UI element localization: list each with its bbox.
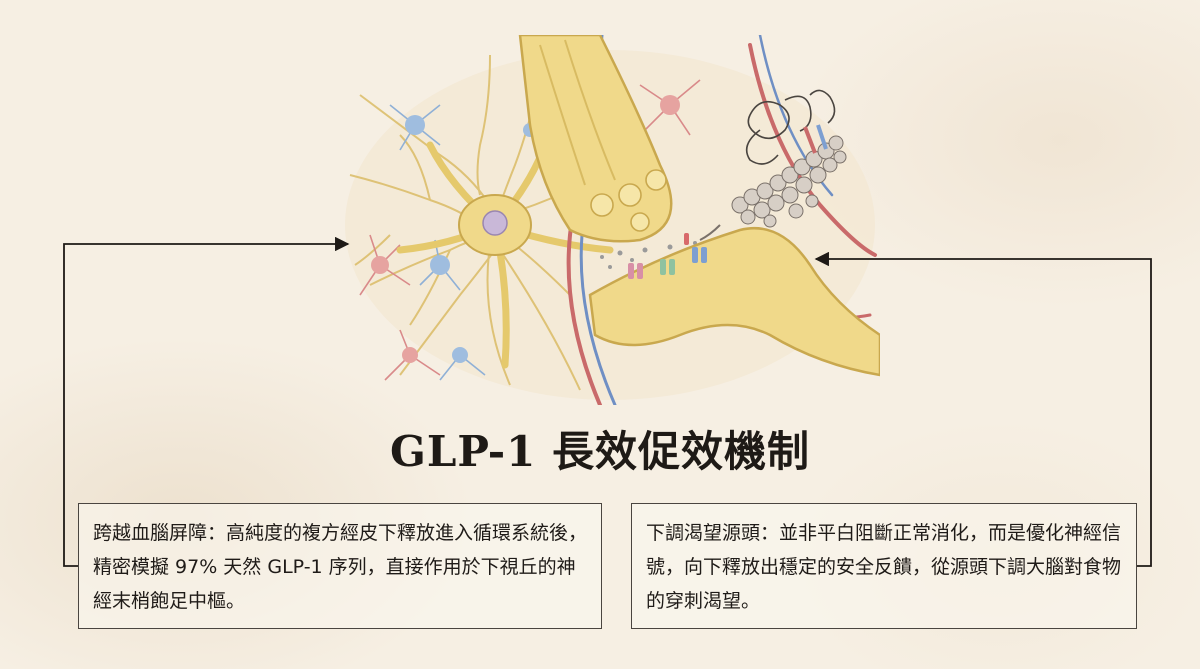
dendrite-web: [349, 54, 581, 391]
neuron-synapse-illustration: [345, 35, 880, 405]
central-neuron: [396, 111, 614, 369]
right-info-box: 下調渴望源頭：並非平白阻斷正常消化，而是優化神經信號，向下釋放出穩定的安全反饋，…: [631, 503, 1137, 629]
left-info-box: 跨越血腦屏障：高純度的複方經皮下釋放進入循環系統後，精密模擬 97% 天然 GL…: [78, 503, 602, 629]
left-info-text: 跨越血腦屏障：高純度的複方經皮下釋放進入循環系統後，精密模擬 97% 天然 GL…: [93, 522, 588, 612]
pink-neurons: [359, 79, 701, 381]
presynaptic-terminal: [518, 35, 673, 243]
receptor-proteins: [628, 233, 707, 279]
right-info-text: 下調渴望源頭：並非平白阻斷正常消化，而是優化神經信號，向下釋放出穩定的安全反饋，…: [646, 522, 1122, 612]
page-title: GLP-1 長效促效機制: [390, 427, 810, 476]
glp1-molecule: [699, 89, 847, 241]
